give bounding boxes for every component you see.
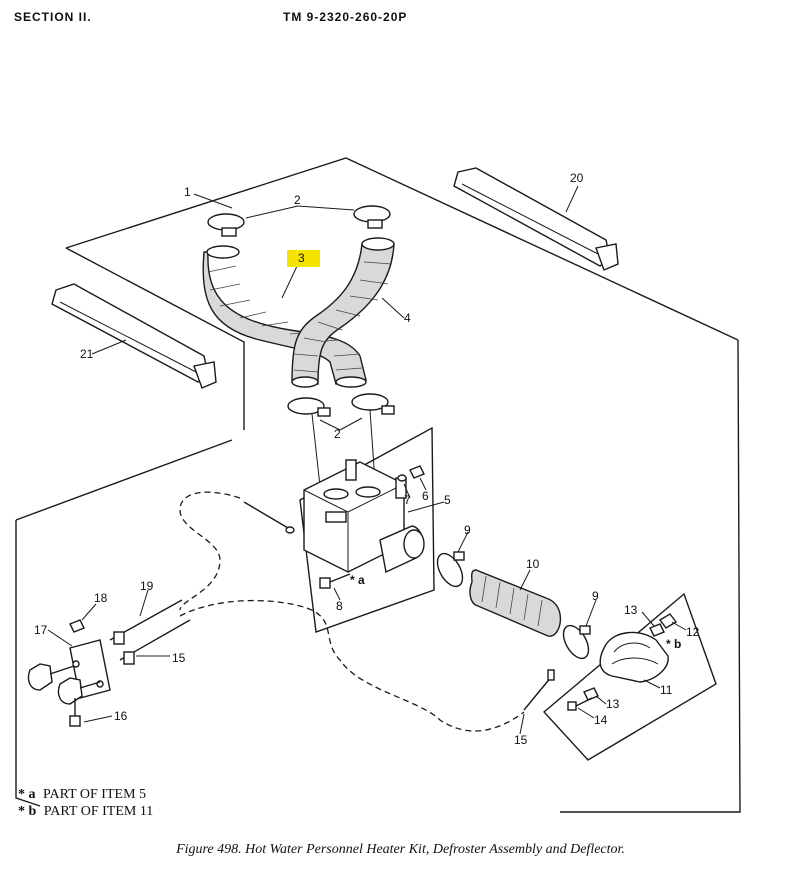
callout-6: 6 bbox=[422, 489, 429, 503]
callout-7: 7 bbox=[404, 493, 411, 507]
callout-18: 18 bbox=[94, 591, 108, 605]
tm-number: TM 9-2320-260-20P bbox=[283, 10, 408, 24]
callout-11: 11 bbox=[660, 683, 673, 697]
callout-3-highlight bbox=[287, 250, 320, 267]
inset-box-21 bbox=[65, 247, 245, 430]
defroster-duct-20 bbox=[453, 167, 619, 271]
screw-12 bbox=[658, 613, 678, 629]
legend-row-a: * a PART OF ITEM 5 bbox=[18, 786, 153, 803]
legend-text-a: PART OF ITEM 5 bbox=[43, 787, 147, 802]
screw-16 bbox=[69, 698, 81, 727]
nut-13-bottom bbox=[583, 687, 599, 701]
legend-mark-b: * b bbox=[18, 804, 37, 819]
callout-13-top: 13 bbox=[624, 603, 638, 617]
figure-caption: Figure 498. Hot Water Personnel Heater K… bbox=[176, 842, 625, 857]
kit-boundary-right bbox=[560, 339, 741, 813]
callout-16: 16 bbox=[114, 709, 128, 723]
cable-route-lower bbox=[179, 599, 525, 732]
defroster-duct-21 bbox=[51, 283, 217, 389]
nut-18 bbox=[69, 619, 85, 633]
heater-assembly bbox=[303, 459, 425, 574]
callout-star-b: * b bbox=[666, 637, 681, 651]
control-knob-lower bbox=[57, 677, 101, 705]
hose-3 bbox=[202, 245, 367, 385]
cable-end-upper bbox=[243, 501, 295, 534]
callout-14: 14 bbox=[594, 713, 608, 727]
hose-4 bbox=[291, 237, 395, 388]
screw-8 bbox=[319, 573, 351, 589]
callout-5: 5 bbox=[444, 493, 451, 507]
legend-mark-a: * a bbox=[18, 787, 36, 802]
legend-row-b: * b PART OF ITEM 11 bbox=[18, 803, 153, 820]
callout-19: 19 bbox=[140, 579, 154, 593]
callout-2-bottom: 2 bbox=[334, 427, 341, 441]
callout-2-top: 2 bbox=[294, 193, 301, 207]
legend: * a PART OF ITEM 5 * b PART OF ITEM 11 bbox=[18, 786, 153, 820]
callout-20: 20 bbox=[570, 171, 584, 185]
cable-19 bbox=[109, 599, 183, 645]
kit-boundary-left-top bbox=[15, 439, 233, 521]
hose-clamp-9-left bbox=[436, 551, 465, 588]
callout-3: 3 bbox=[298, 251, 305, 265]
heater-subbox bbox=[299, 426, 435, 633]
callout-4: 4 bbox=[404, 311, 411, 325]
callout-9-left: 9 bbox=[464, 523, 471, 537]
hose-10 bbox=[469, 569, 562, 637]
kit-boundary-left bbox=[15, 520, 41, 807]
callout-10: 10 bbox=[526, 557, 540, 571]
callout-12: 12 bbox=[686, 625, 700, 639]
leader-lines bbox=[47, 185, 687, 735]
cable-15-left bbox=[119, 619, 191, 665]
legend-text-b: PART OF ITEM 11 bbox=[43, 804, 154, 819]
callout-star-a: * a bbox=[350, 573, 365, 587]
screw-14 bbox=[567, 697, 593, 711]
cable-end-lower bbox=[523, 669, 555, 711]
section-header: SECTION II. bbox=[14, 10, 92, 24]
callout-8: 8 bbox=[336, 599, 343, 613]
hose-clamp-bottom-left bbox=[287, 397, 331, 417]
hose-clamp-9-right bbox=[562, 624, 591, 660]
callout-15-left: 15 bbox=[172, 651, 186, 665]
callout-13-bottom: 13 bbox=[606, 697, 620, 711]
control-knob-upper bbox=[27, 663, 75, 691]
nut-6 bbox=[409, 465, 425, 479]
callout-21: 21 bbox=[80, 347, 94, 361]
callout-1: 1 bbox=[184, 185, 191, 199]
callout-17: 17 bbox=[34, 623, 48, 637]
hose-clamp-bottom-right bbox=[351, 393, 395, 415]
deflector-11 bbox=[599, 631, 669, 683]
kit-boundary-top bbox=[65, 157, 739, 341]
callout-15-right: 15 bbox=[514, 733, 528, 747]
hose-clamp-top-right bbox=[353, 205, 391, 229]
hose-clamp-top-left bbox=[207, 213, 245, 237]
nut-13-top bbox=[649, 623, 665, 637]
washer-7 bbox=[397, 474, 407, 482]
callout-9-right: 9 bbox=[592, 589, 599, 603]
cable-route-upper bbox=[179, 491, 241, 611]
